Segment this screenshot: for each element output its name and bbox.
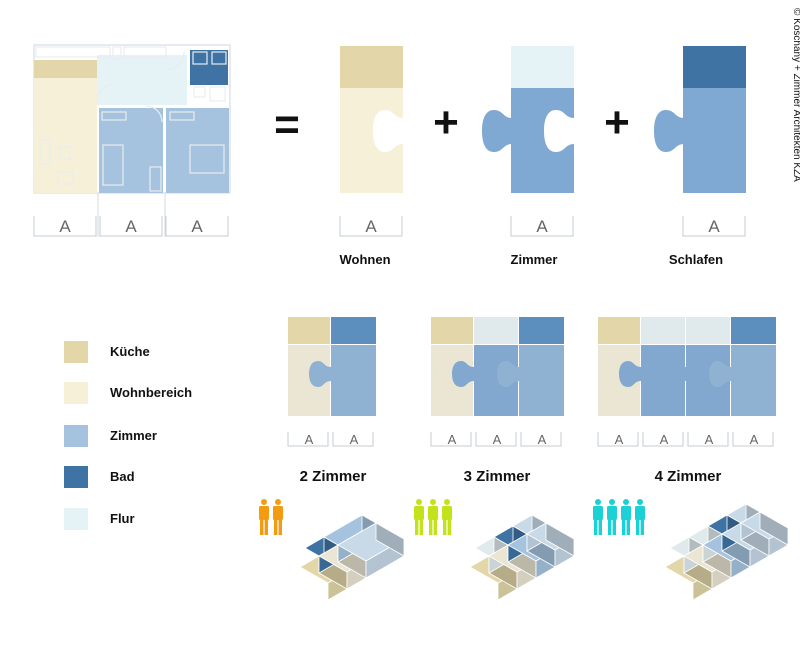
axis-label: A: [365, 217, 377, 236]
legend-label-bad: Bad: [110, 469, 135, 484]
person-icon: [259, 499, 269, 535]
person-icons-2-zimmer: [259, 499, 283, 535]
person-icon: [593, 499, 603, 535]
variant-label-4-zimmer: 4 Zimmer: [655, 468, 722, 485]
legend-swatch-kueche: [64, 341, 88, 363]
legend-swatch-bad: [64, 466, 88, 488]
isometric-block-2-zimmer: [299, 514, 405, 601]
legend-swatch-zimmer: [64, 425, 88, 447]
legend-swatch-wohnbereich: [64, 382, 88, 404]
person-icon: [621, 499, 631, 535]
person-icon: [607, 499, 617, 535]
module-zimmer: [482, 46, 574, 193]
axis-label: A: [536, 217, 548, 236]
variant-3-zimmer-axis: [430, 432, 562, 447]
module-schlafen: [654, 46, 746, 193]
legend-swatch-flur: [64, 508, 88, 530]
axis-label: A: [59, 217, 71, 236]
legend: Küche Wohnbereich Zimmer Bad Flur: [64, 341, 192, 530]
legend-label-flur: Flur: [110, 511, 135, 526]
variant-3-zimmer-puzzle: [431, 317, 564, 416]
axis-label: A: [493, 432, 502, 447]
person-icon: [273, 499, 283, 535]
plus-sign: +: [604, 98, 630, 147]
module-label-schlafen: Schlafen: [669, 252, 723, 267]
person-icon: [442, 499, 452, 535]
isometric-block-4-zimmer: [664, 503, 789, 601]
module-axes: [339, 216, 746, 237]
floor-plan: [33, 44, 231, 237]
legend-label-zimmer: Zimmer: [110, 428, 157, 443]
person-icons-4-zimmer: [593, 499, 645, 535]
person-icons-3-zimmer: [414, 499, 452, 535]
axis-label: A: [191, 217, 203, 236]
person-icon: [414, 499, 424, 535]
axis-label: A: [708, 217, 720, 236]
module-label-wohnen: Wohnen: [339, 252, 390, 267]
axis-label: A: [125, 217, 137, 236]
variant-label-3-zimmer: 3 Zimmer: [464, 468, 531, 485]
legend-label-wohnbereich: Wohnbereich: [110, 385, 192, 400]
axis-label: A: [448, 432, 457, 447]
module-wohnen: [340, 46, 403, 193]
variant-2-zimmer-puzzle: [288, 317, 376, 416]
axis-label: A: [350, 432, 359, 447]
person-icon: [428, 499, 438, 535]
axis-label: A: [750, 432, 759, 447]
plus-sign: +: [433, 98, 459, 147]
image-credit: © Koschany + Zimmer Architekten KZA: [791, 8, 800, 182]
variant-4-zimmer-axis: [597, 432, 774, 447]
variant-2-zimmer-axis: [287, 432, 374, 447]
equals-sign: =: [274, 100, 300, 149]
axis-label: A: [538, 432, 547, 447]
axis-label: A: [305, 432, 314, 447]
module-label-zimmer: Zimmer: [511, 252, 558, 267]
axis-label: A: [705, 432, 714, 447]
legend-label-kueche: Küche: [110, 344, 150, 359]
variant-4-zimmer-puzzle: [598, 317, 776, 416]
person-icon: [635, 499, 645, 535]
axis-label: A: [615, 432, 624, 447]
axis-label: A: [660, 432, 669, 447]
variant-label-2-zimmer: 2 Zimmer: [300, 468, 367, 485]
isometric-block-3-zimmer: [469, 514, 575, 601]
floor-plan-module-axis: [33, 216, 229, 237]
